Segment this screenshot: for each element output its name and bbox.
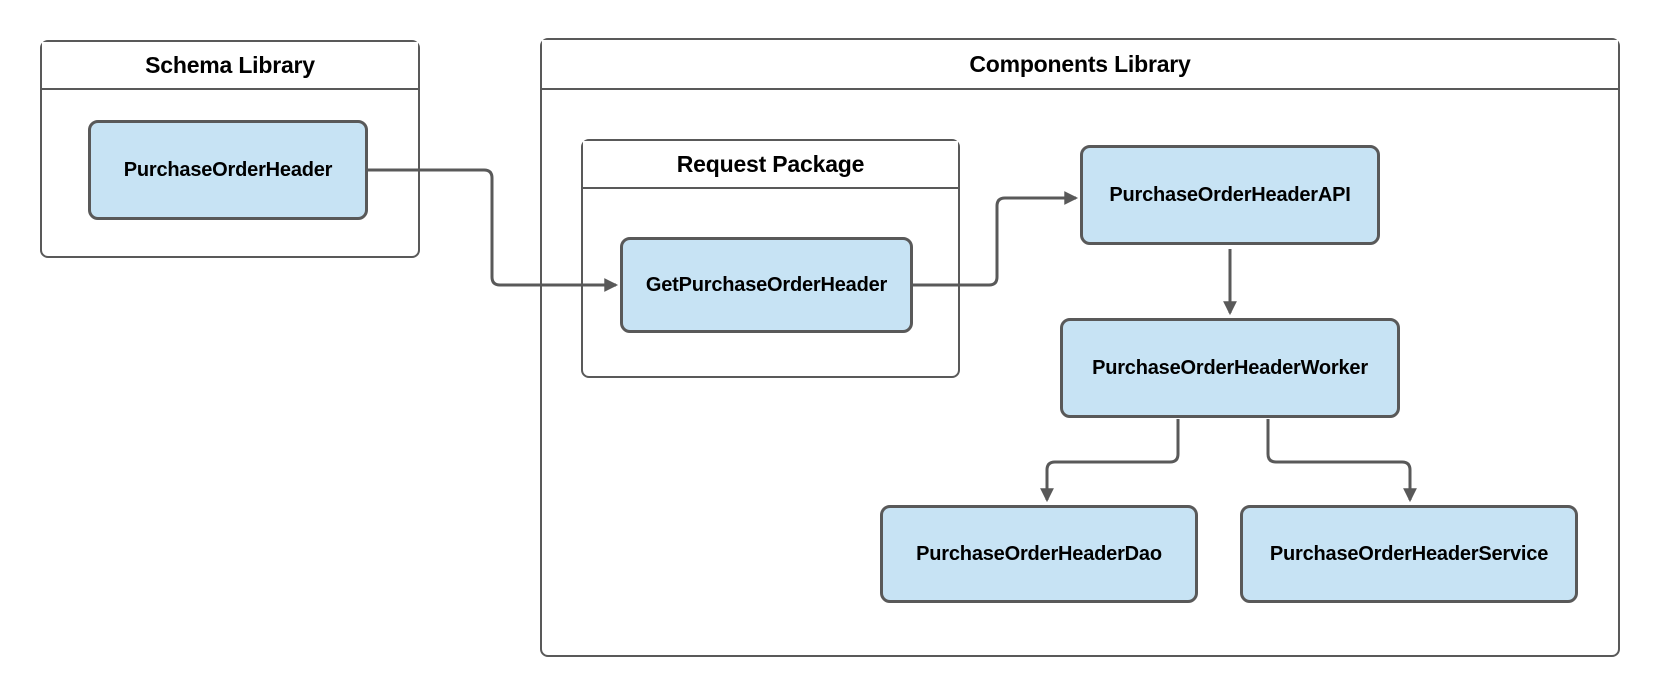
node-get-purchase-order-header: GetPurchaseOrderHeader (620, 237, 913, 333)
node-label-purchase-order-header: PurchaseOrderHeader (123, 158, 333, 181)
node-purchase-order-header-worker: PurchaseOrderHeaderWorker (1060, 318, 1400, 418)
node-label-purchase-order-header-dao: PurchaseOrderHeaderDao (916, 542, 1162, 565)
container-title-request-package: Request Package (583, 141, 958, 189)
node-purchase-order-header-dao: PurchaseOrderHeaderDao (880, 505, 1198, 603)
node-purchase-order-header: PurchaseOrderHeader (88, 120, 368, 220)
container-title-schema-library: Schema Library (42, 42, 418, 90)
node-label-purchase-order-header-api: PurchaseOrderHeaderAPI (1109, 183, 1351, 206)
container-title-components-library: Components Library (542, 40, 1618, 90)
node-label-purchase-order-header-worker: PurchaseOrderHeaderWorker (1092, 356, 1368, 379)
node-purchase-order-header-service: PurchaseOrderHeaderService (1240, 505, 1578, 603)
node-label-get-purchase-order-header: GetPurchaseOrderHeader (645, 273, 888, 296)
node-label-purchase-order-header-service: PurchaseOrderHeaderService (1269, 542, 1549, 565)
node-purchase-order-header-api: PurchaseOrderHeaderAPI (1080, 145, 1380, 245)
